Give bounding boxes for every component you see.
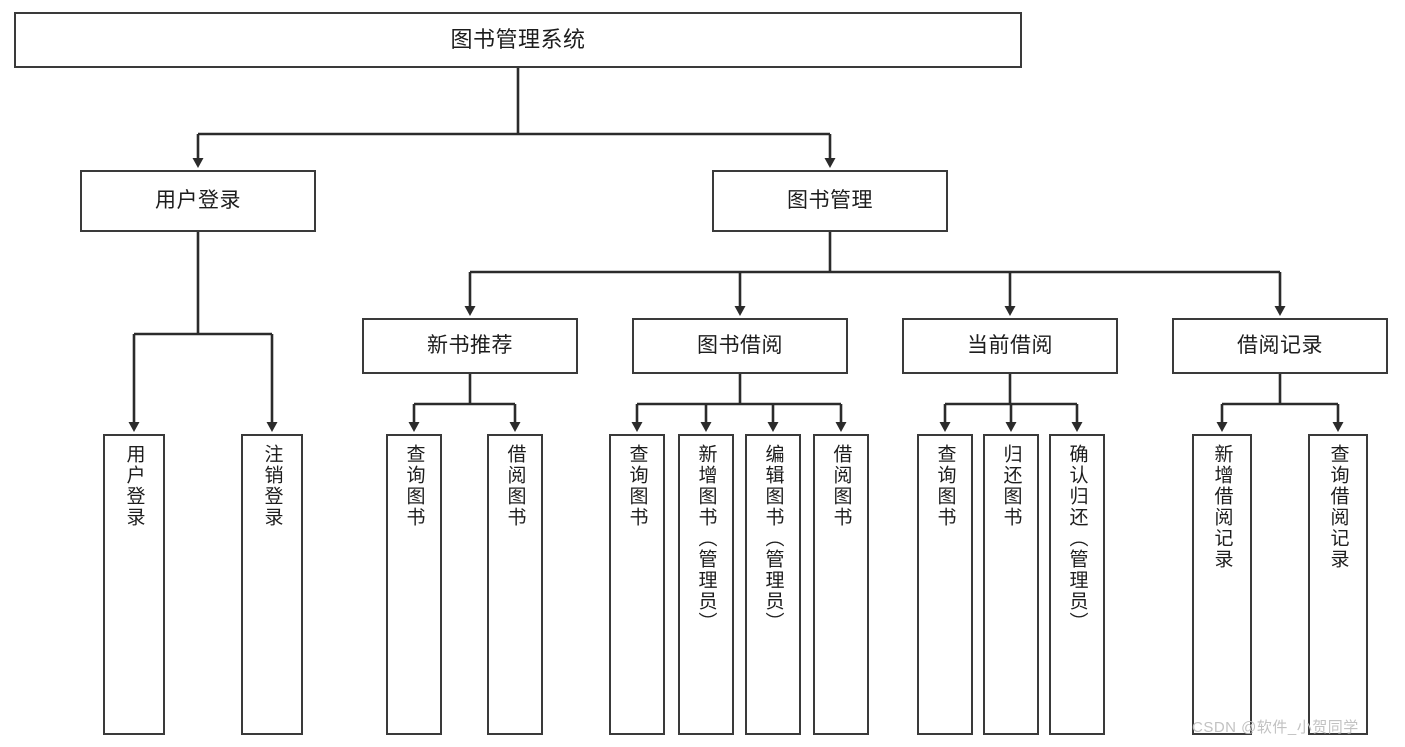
node-leaf_add_record[interactable]: 新增借阅记录 (1192, 434, 1252, 735)
node-leaf_borrow_book[interactable]: 借阅图书 (813, 434, 869, 735)
node-label: 注销登录 (261, 444, 283, 528)
csdn-watermark: CSDN @软件_小贺同学 (1192, 719, 1359, 736)
node-leaf_edit_book[interactable]: 编辑图书（管理员） (745, 434, 801, 735)
node-label: 查询借阅记录 (1327, 444, 1349, 570)
node-label: 编辑图书（管理员） (762, 444, 784, 633)
node-label: 查询图书 (626, 444, 648, 528)
node-root[interactable]: 图书管理系统 (14, 12, 1022, 68)
node-leaf_borrow_book_rec[interactable]: 借阅图书 (487, 434, 543, 735)
node-label: 用户登录 (123, 444, 145, 528)
node-leaf_confirm_return[interactable]: 确认归还（管理员） (1049, 434, 1105, 735)
node-label: 图书借阅 (697, 333, 783, 357)
node-label: 用户登录 (155, 188, 241, 212)
node-label: 借阅图书 (830, 444, 852, 528)
node-leaf_return_book[interactable]: 归还图书 (983, 434, 1039, 735)
node-label: 当前借阅 (967, 333, 1053, 357)
node-leaf_query_book_cur[interactable]: 查询图书 (917, 434, 973, 735)
node-new_book_rec[interactable]: 新书推荐 (362, 318, 578, 374)
node-book_borrow[interactable]: 图书借阅 (632, 318, 848, 374)
node-borrow_record[interactable]: 借阅记录 (1172, 318, 1388, 374)
node-label: 图书管理 (787, 188, 873, 212)
node-label: 查询图书 (403, 444, 425, 528)
node-current_borrow[interactable]: 当前借阅 (902, 318, 1118, 374)
node-label: 归还图书 (1000, 444, 1022, 528)
node-leaf_add_book[interactable]: 新增图书（管理员） (678, 434, 734, 735)
node-label: 借阅图书 (504, 444, 526, 528)
node-label: 查询图书 (934, 444, 956, 528)
node-label: 图书管理系统 (450, 27, 586, 53)
node-label: 借阅记录 (1237, 333, 1323, 357)
node-label: 新增借阅记录 (1211, 444, 1233, 570)
node-book_manage[interactable]: 图书管理 (712, 170, 948, 232)
node-leaf_query_book_rec[interactable]: 查询图书 (386, 434, 442, 735)
node-leaf_user_login[interactable]: 用户登录 (103, 434, 165, 735)
node-label: 确认归还（管理员） (1066, 444, 1088, 633)
node-user_login[interactable]: 用户登录 (80, 170, 316, 232)
node-leaf_query_record[interactable]: 查询借阅记录 (1308, 434, 1368, 735)
node-leaf_query_book[interactable]: 查询图书 (609, 434, 665, 735)
node-leaf_user_logout[interactable]: 注销登录 (241, 434, 303, 735)
node-label: 新增图书（管理员） (695, 444, 717, 633)
node-label: 新书推荐 (427, 333, 513, 357)
